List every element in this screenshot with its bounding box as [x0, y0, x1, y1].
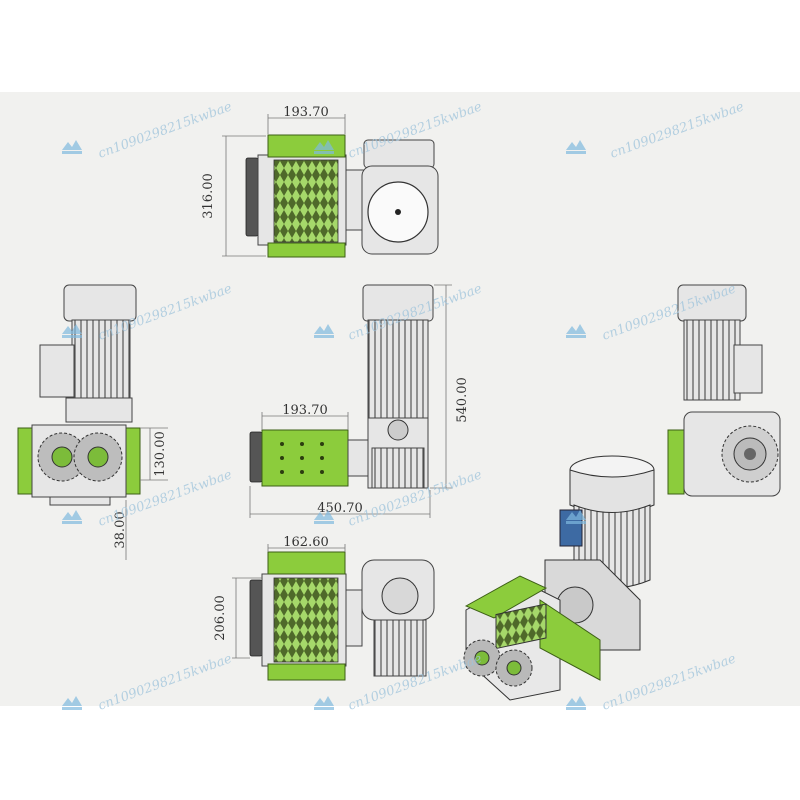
iso-gear-1-hub: [474, 650, 490, 666]
front-gear-stack: [249, 431, 263, 483]
dim-top-height: 316.00: [201, 173, 216, 219]
watermark-text: cn1090298215kwbae: [96, 651, 234, 713]
dim-bottom-width: 162.60: [283, 535, 329, 550]
bottom-frame-upper: [267, 551, 346, 575]
right-shaft: [744, 448, 756, 460]
bottom-frame-lower: [267, 663, 346, 681]
iso-motor-cap: [569, 469, 655, 514]
right-frame: [667, 429, 685, 495]
dim-front-width: 193.70: [282, 403, 328, 418]
front-gearbox-fins: [371, 447, 425, 489]
top-cutting-blades: [273, 159, 339, 243]
bottom-motor-fins: [373, 619, 427, 677]
front-frame-bolts: [280, 442, 324, 474]
top-frame-lower: [267, 242, 346, 258]
top-view: 193.70 316.00: [201, 105, 439, 258]
iso-frame-top: [464, 575, 548, 619]
bottom-coupling: [345, 589, 363, 647]
left-frame-left: [17, 427, 33, 495]
watermark-text: cn1090298215kwbae: [608, 99, 746, 161]
watermark-text: cn1090298215kwbae: [96, 99, 234, 161]
dim-left-bottom: 38.00: [113, 511, 128, 548]
left-gearbox: [65, 397, 133, 423]
right-side-view: [667, 284, 781, 497]
right-motor-body: [683, 319, 741, 401]
front-coupling: [347, 439, 369, 477]
top-gear-stack: [245, 157, 259, 237]
left-frame-right: [125, 427, 141, 495]
bottom-gearbox-flange: [381, 577, 419, 615]
isometric-view: [463, 455, 655, 701]
right-terminal-box: [733, 344, 763, 394]
bottom-cutting-blades: [273, 577, 339, 663]
front-motor-body: [367, 319, 429, 419]
front-shredder-frame: [261, 429, 349, 487]
top-coupling: [345, 169, 365, 231]
bottom-gear-stack: [249, 579, 263, 657]
iso-blades: [495, 603, 547, 650]
left-gear-1-hub: [51, 446, 73, 468]
dim-bottom-height: 206.00: [213, 595, 228, 641]
watermark-text: cn1090298215kwbae: [600, 651, 738, 713]
left-motor-fan-cover: [63, 284, 137, 322]
front-gearbox-flange: [387, 419, 409, 441]
left-terminal-box: [39, 344, 75, 398]
left-gear-2-hub: [87, 446, 109, 468]
left-base: [49, 496, 111, 506]
dim-top-width: 193.70: [283, 105, 329, 120]
bottom-view: 162.60 206.00: [213, 535, 435, 681]
top-motor-shaft: [395, 209, 401, 215]
dim-front-height: 540.00: [455, 377, 470, 423]
left-motor-body: [71, 319, 131, 401]
iso-gear-2-hub: [506, 660, 522, 676]
dim-left-side: 130.00: [153, 431, 168, 477]
left-side-view: 130.00 38.00: [17, 284, 168, 560]
